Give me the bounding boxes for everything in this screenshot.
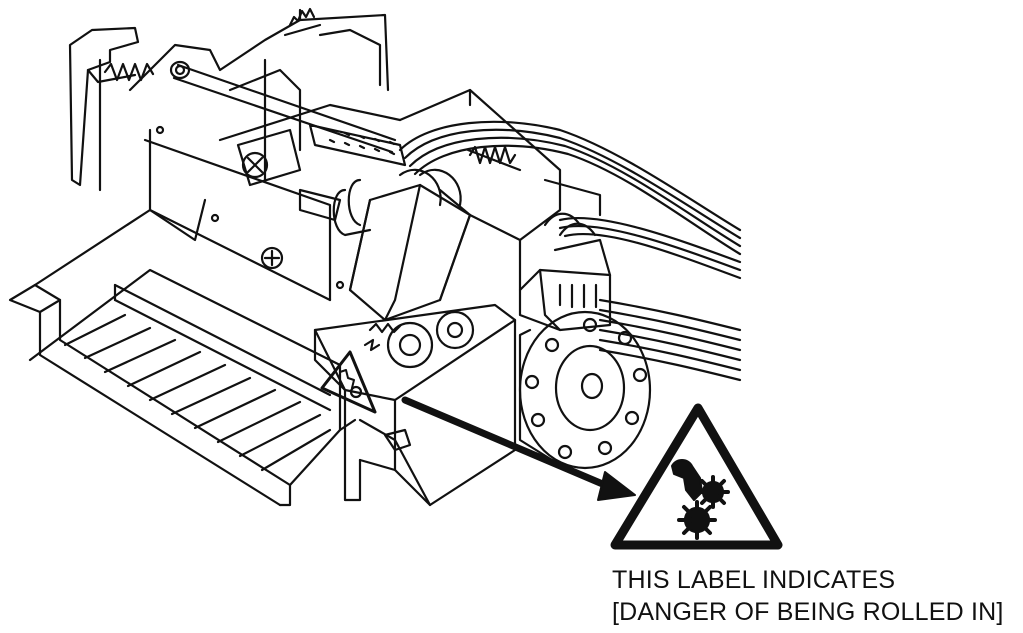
frame-hole — [335, 280, 345, 290]
cable-clamp — [332, 168, 462, 237]
frame-hole — [155, 125, 165, 135]
caption-line-1: THIS LABEL INDICATES — [612, 566, 896, 594]
frame-hole — [210, 213, 220, 223]
left-lever-bracket — [68, 26, 140, 192]
warning-label-small-icon — [320, 350, 377, 414]
caption-line-2: [DANGER OF BEING ROLLED IN] — [612, 598, 1004, 626]
left-spring — [103, 62, 155, 82]
pinch-hazard-warning-icon — [610, 403, 783, 550]
print-head-block — [298, 183, 472, 322]
platen-flange — [518, 310, 652, 470]
right-connectors — [518, 212, 612, 332]
screw-plus — [260, 246, 284, 270]
screw-x — [236, 128, 302, 187]
pointer-arrow — [401, 396, 636, 501]
paper-tray — [8, 208, 357, 507]
connector-strip — [308, 123, 407, 167]
cable-bundle — [398, 120, 742, 382]
front-cover-box — [313, 303, 517, 507]
right-spring — [466, 145, 522, 172]
gear-mechanism — [363, 310, 475, 369]
top-shaft — [169, 60, 397, 154]
main-frame — [128, 8, 402, 302]
top-gear — [283, 7, 322, 37]
right-frame-block — [398, 88, 602, 292]
